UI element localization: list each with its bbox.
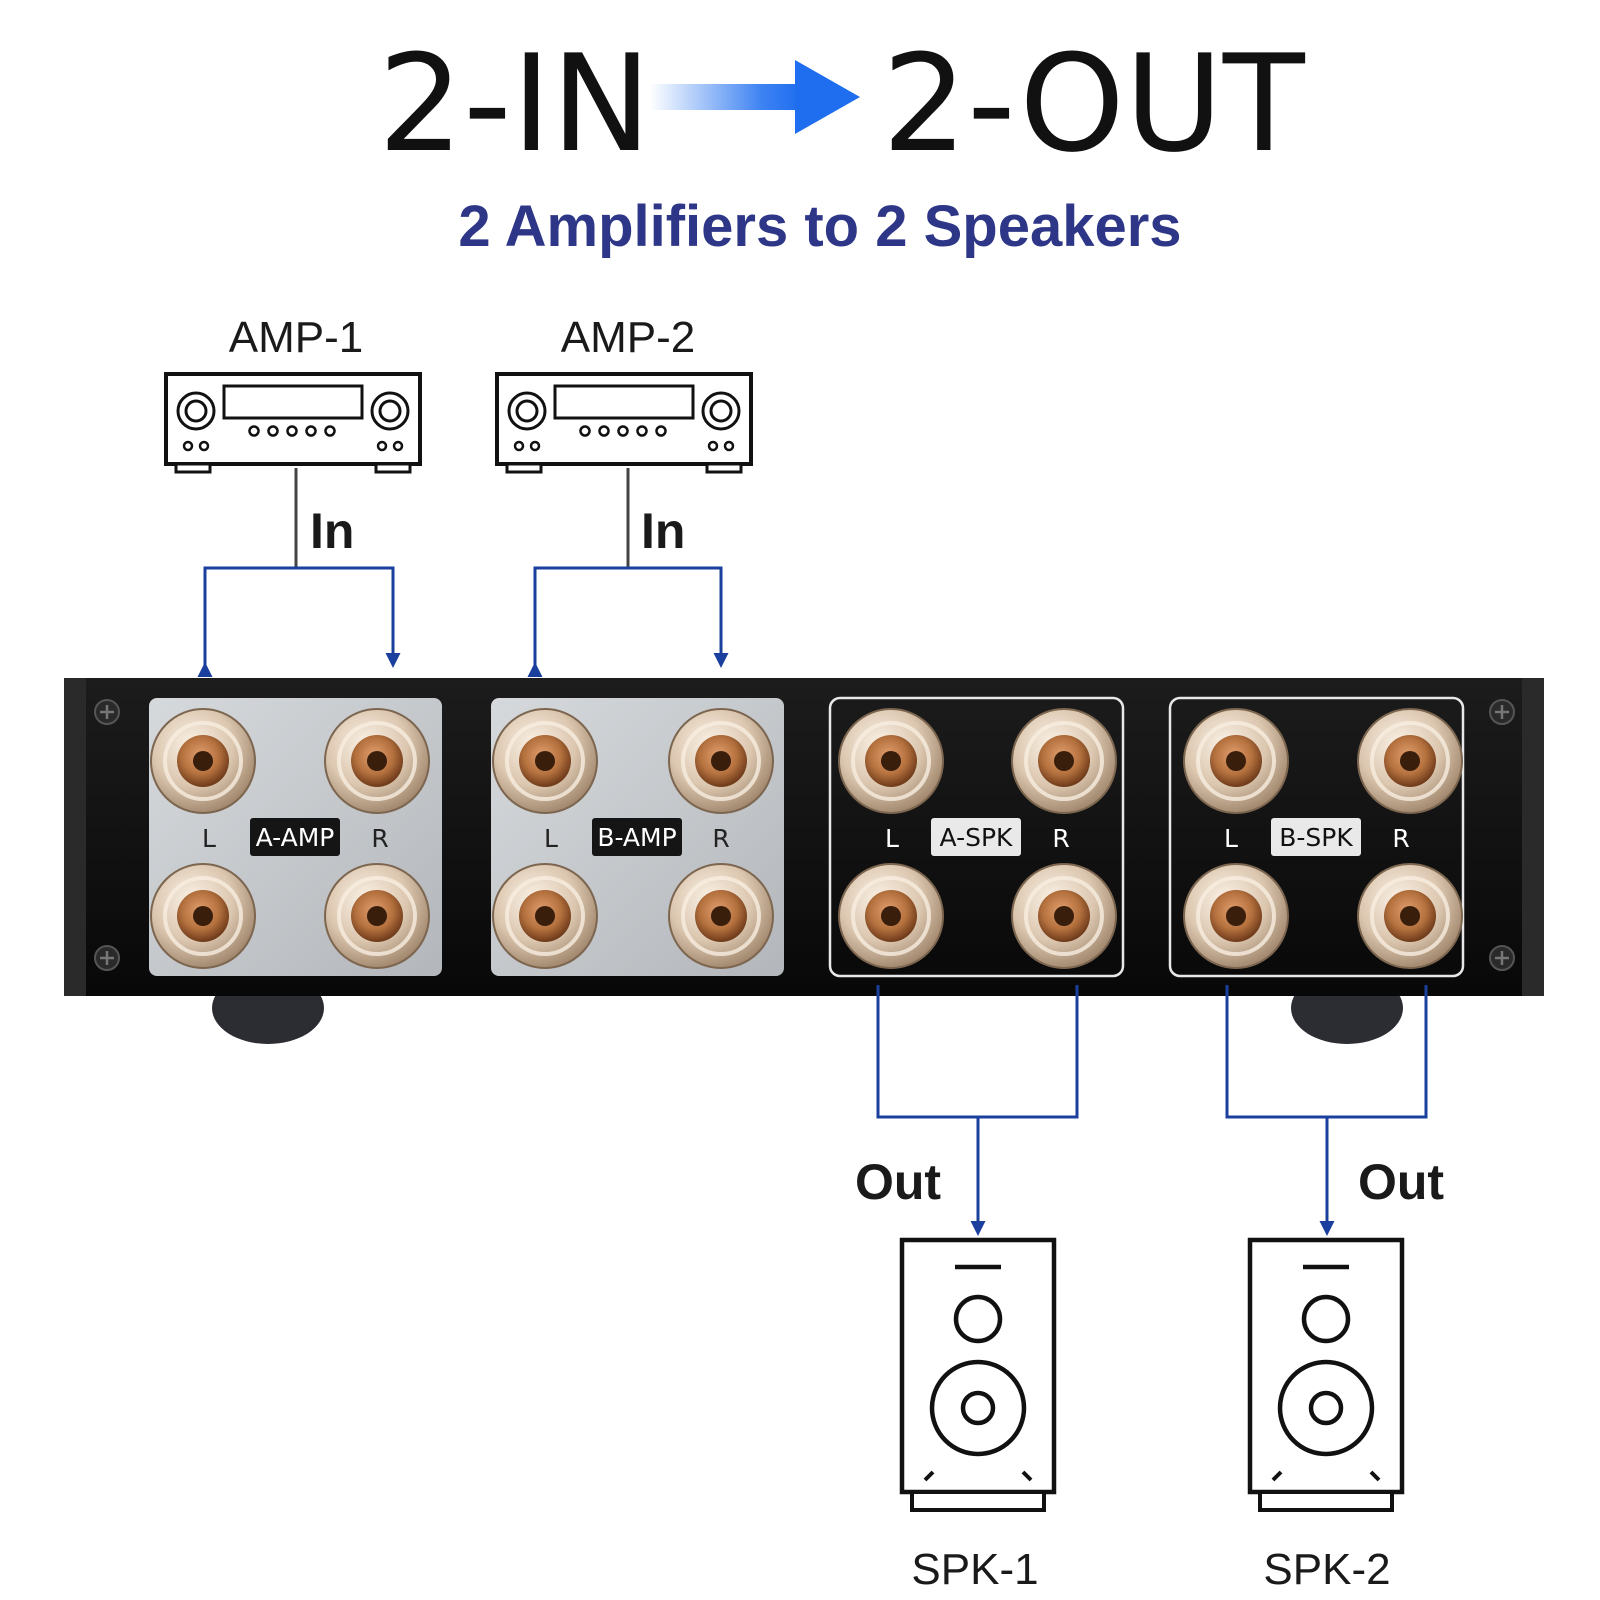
panel-b-amp-right: R — [712, 824, 729, 853]
input-wire-a — [197, 468, 401, 677]
panel-b-amp-label: B-AMP — [597, 823, 676, 852]
out-label-2: Out — [1358, 1154, 1444, 1210]
binding-post-icon — [1010, 862, 1118, 970]
panel-b-amp-left: L — [544, 824, 558, 853]
speaker-icon — [899, 1237, 1057, 1512]
subtitle: 2 Amplifiers to 2 Speakers — [458, 194, 1181, 259]
spk-2-label: SPK-2 — [1263, 1545, 1390, 1594]
input-panel-b: L R B-AMP — [491, 698, 784, 976]
output-wire-b — [1225, 985, 1428, 1236]
binding-post-icon — [1182, 862, 1290, 970]
binding-post-icon — [149, 862, 257, 970]
binding-post-icon — [837, 862, 945, 970]
screw-icon — [93, 944, 121, 972]
output-wire-a — [876, 985, 1079, 1236]
panel-a-spk-right: R — [1052, 824, 1069, 853]
binding-post-icon — [1356, 707, 1464, 815]
panel-a-spk-left: L — [885, 824, 899, 853]
binding-post-icon — [323, 862, 431, 970]
screw-icon — [1488, 698, 1516, 726]
screw-icon — [1488, 944, 1516, 972]
panel-a-amp-label: A-AMP — [256, 823, 335, 852]
output-panel-a: L R A-SPK — [828, 696, 1125, 978]
binding-post-icon — [1356, 862, 1464, 970]
binding-post-icon — [1010, 707, 1118, 815]
binding-post-icon — [1182, 707, 1290, 815]
in-label-1: In — [310, 503, 354, 559]
screw-icon — [93, 698, 121, 726]
header-out-text: 2-OUT — [882, 26, 1306, 182]
panel-a-spk-label: A-SPK — [940, 823, 1014, 852]
speaker-switch-device: L R A-AMP L R B-AMP L R A-SPK — [64, 678, 1544, 1044]
out-label-1: Out — [855, 1154, 941, 1210]
panel-b-spk-right: R — [1392, 824, 1409, 853]
input-wire-b — [527, 468, 729, 677]
binding-post-icon — [837, 707, 945, 815]
amp-1-label: AMP-1 — [229, 313, 363, 362]
in-label-2: In — [641, 503, 685, 559]
binding-post-icon — [667, 862, 775, 970]
panel-a-amp-right: R — [371, 824, 388, 853]
spk-1-label: SPK-1 — [911, 1545, 1038, 1594]
amplifier-icon — [164, 372, 422, 474]
header-in-text: 2-IN — [378, 26, 651, 182]
amplifier-icon — [495, 372, 753, 474]
input-panel-a: L R A-AMP — [149, 698, 442, 976]
panel-b-spk-left: L — [1224, 824, 1238, 853]
binding-post-icon — [323, 707, 431, 815]
panel-b-spk-label: B-SPK — [1279, 823, 1353, 852]
speaker-icon — [1247, 1237, 1405, 1512]
binding-post-icon — [149, 707, 257, 815]
binding-post-icon — [491, 862, 599, 970]
output-panel-b: L R B-SPK — [1168, 696, 1465, 978]
binding-post-icon — [491, 707, 599, 815]
panel-a-amp-left: L — [202, 824, 216, 853]
amp-2-label: AMP-2 — [561, 313, 695, 362]
arrow-right-icon — [650, 60, 860, 134]
binding-post-icon — [667, 707, 775, 815]
